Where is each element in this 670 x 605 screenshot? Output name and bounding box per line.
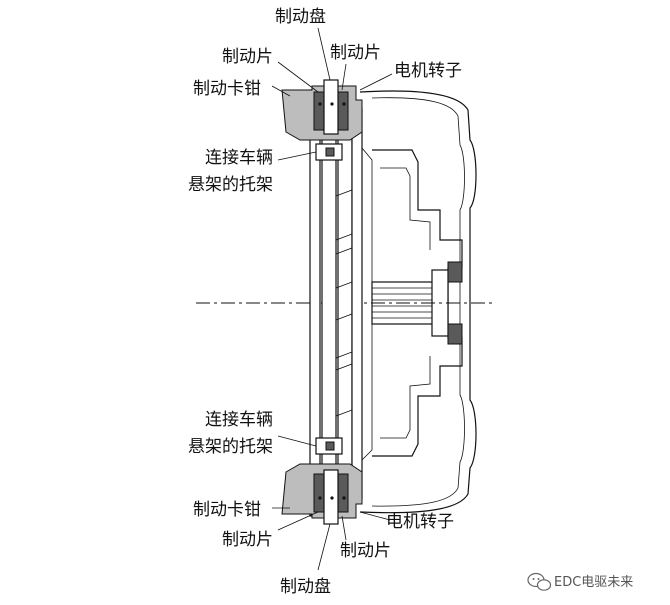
wechat-icon: [527, 572, 552, 591]
label-motor-rotor-top: 电机转子: [394, 61, 462, 81]
label-brake-caliper-bottom: 制动卡钳: [193, 500, 261, 520]
label-brake-caliper-top: 制动卡钳: [193, 79, 261, 99]
label-brake-pad-bottom-right: 制动片: [340, 541, 391, 561]
brake-caliper-top: [281, 79, 363, 161]
brake-caliper-bottom: [281, 437, 363, 525]
stator-plates: [309, 89, 373, 517]
label-motor-rotor-bottom: 电机转子: [386, 512, 454, 532]
label-bracket-bottom-line1: 连接车辆: [205, 410, 273, 430]
leader-lines: [271, 27, 393, 571]
label-bracket-top-line2: 悬架的托架: [188, 175, 273, 195]
label-bracket-top-line1: 连接车辆: [205, 148, 273, 168]
watermark: EDC电驱未来: [527, 572, 633, 591]
label-brake-disc-top: 制动盘: [275, 7, 326, 27]
label-brake-pad-bottom-left: 制动片: [222, 530, 273, 550]
label-brake-disc-bottom: 制动盘: [280, 577, 331, 597]
watermark-text: EDC电驱未来: [554, 575, 633, 590]
label-bracket-bottom-line2: 悬架的托架: [188, 437, 273, 457]
label-brake-pad-top-left: 制动片: [222, 47, 273, 67]
label-brake-pad-top-right: 制动片: [330, 43, 381, 63]
